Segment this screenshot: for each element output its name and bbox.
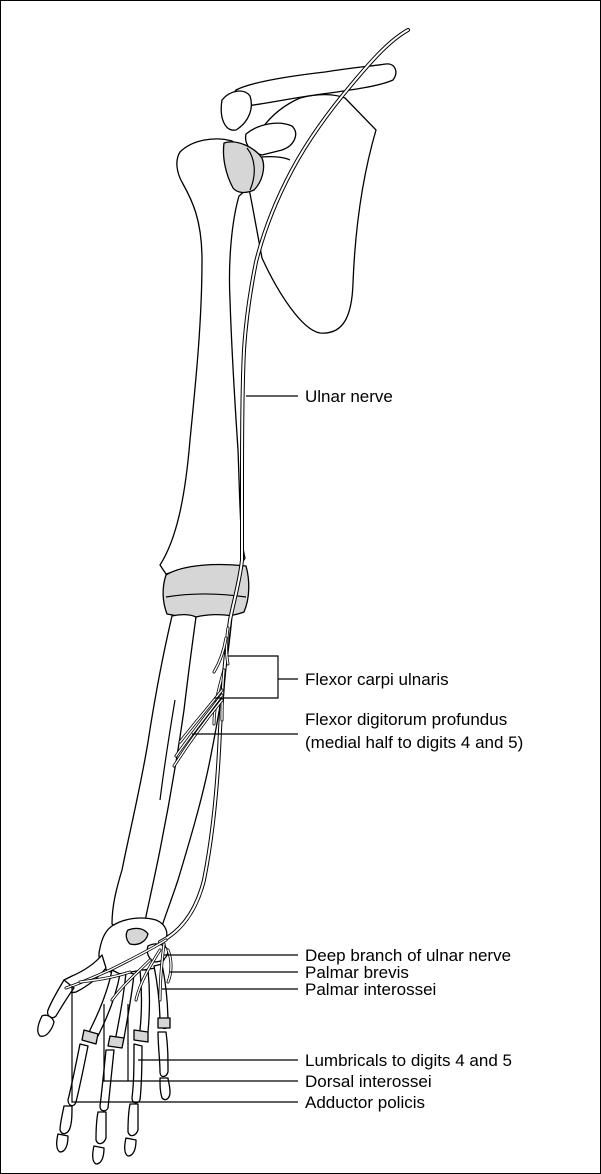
label-flexor-digitorum-profundus-detail: (medial half to digits 4 and 5) <box>305 733 523 752</box>
label-adductor-policis: Adductor policis <box>305 1093 425 1112</box>
label-flexor-digitorum-profundus: Flexor digitorum profundus <box>305 710 507 729</box>
label-lumbricals: Lumbricals to digits 4 and 5 <box>305 1051 512 1070</box>
label-flexor-carpi-ulnaris: Flexor carpi ulnaris <box>305 670 449 689</box>
label-palmar-interossei: Palmar interossei <box>305 980 436 999</box>
label-dorsal-interossei: Dorsal interossei <box>305 1072 432 1091</box>
labels: Ulnar nerve Flexor carpi ulnaris Flexor … <box>305 387 523 1112</box>
finger-digit-3 <box>93 1036 124 1164</box>
label-ulnar-nerve: Ulnar nerve <box>305 387 393 406</box>
finger-digit-2 <box>57 1030 98 1152</box>
finger-digit-5 <box>158 1018 170 1100</box>
